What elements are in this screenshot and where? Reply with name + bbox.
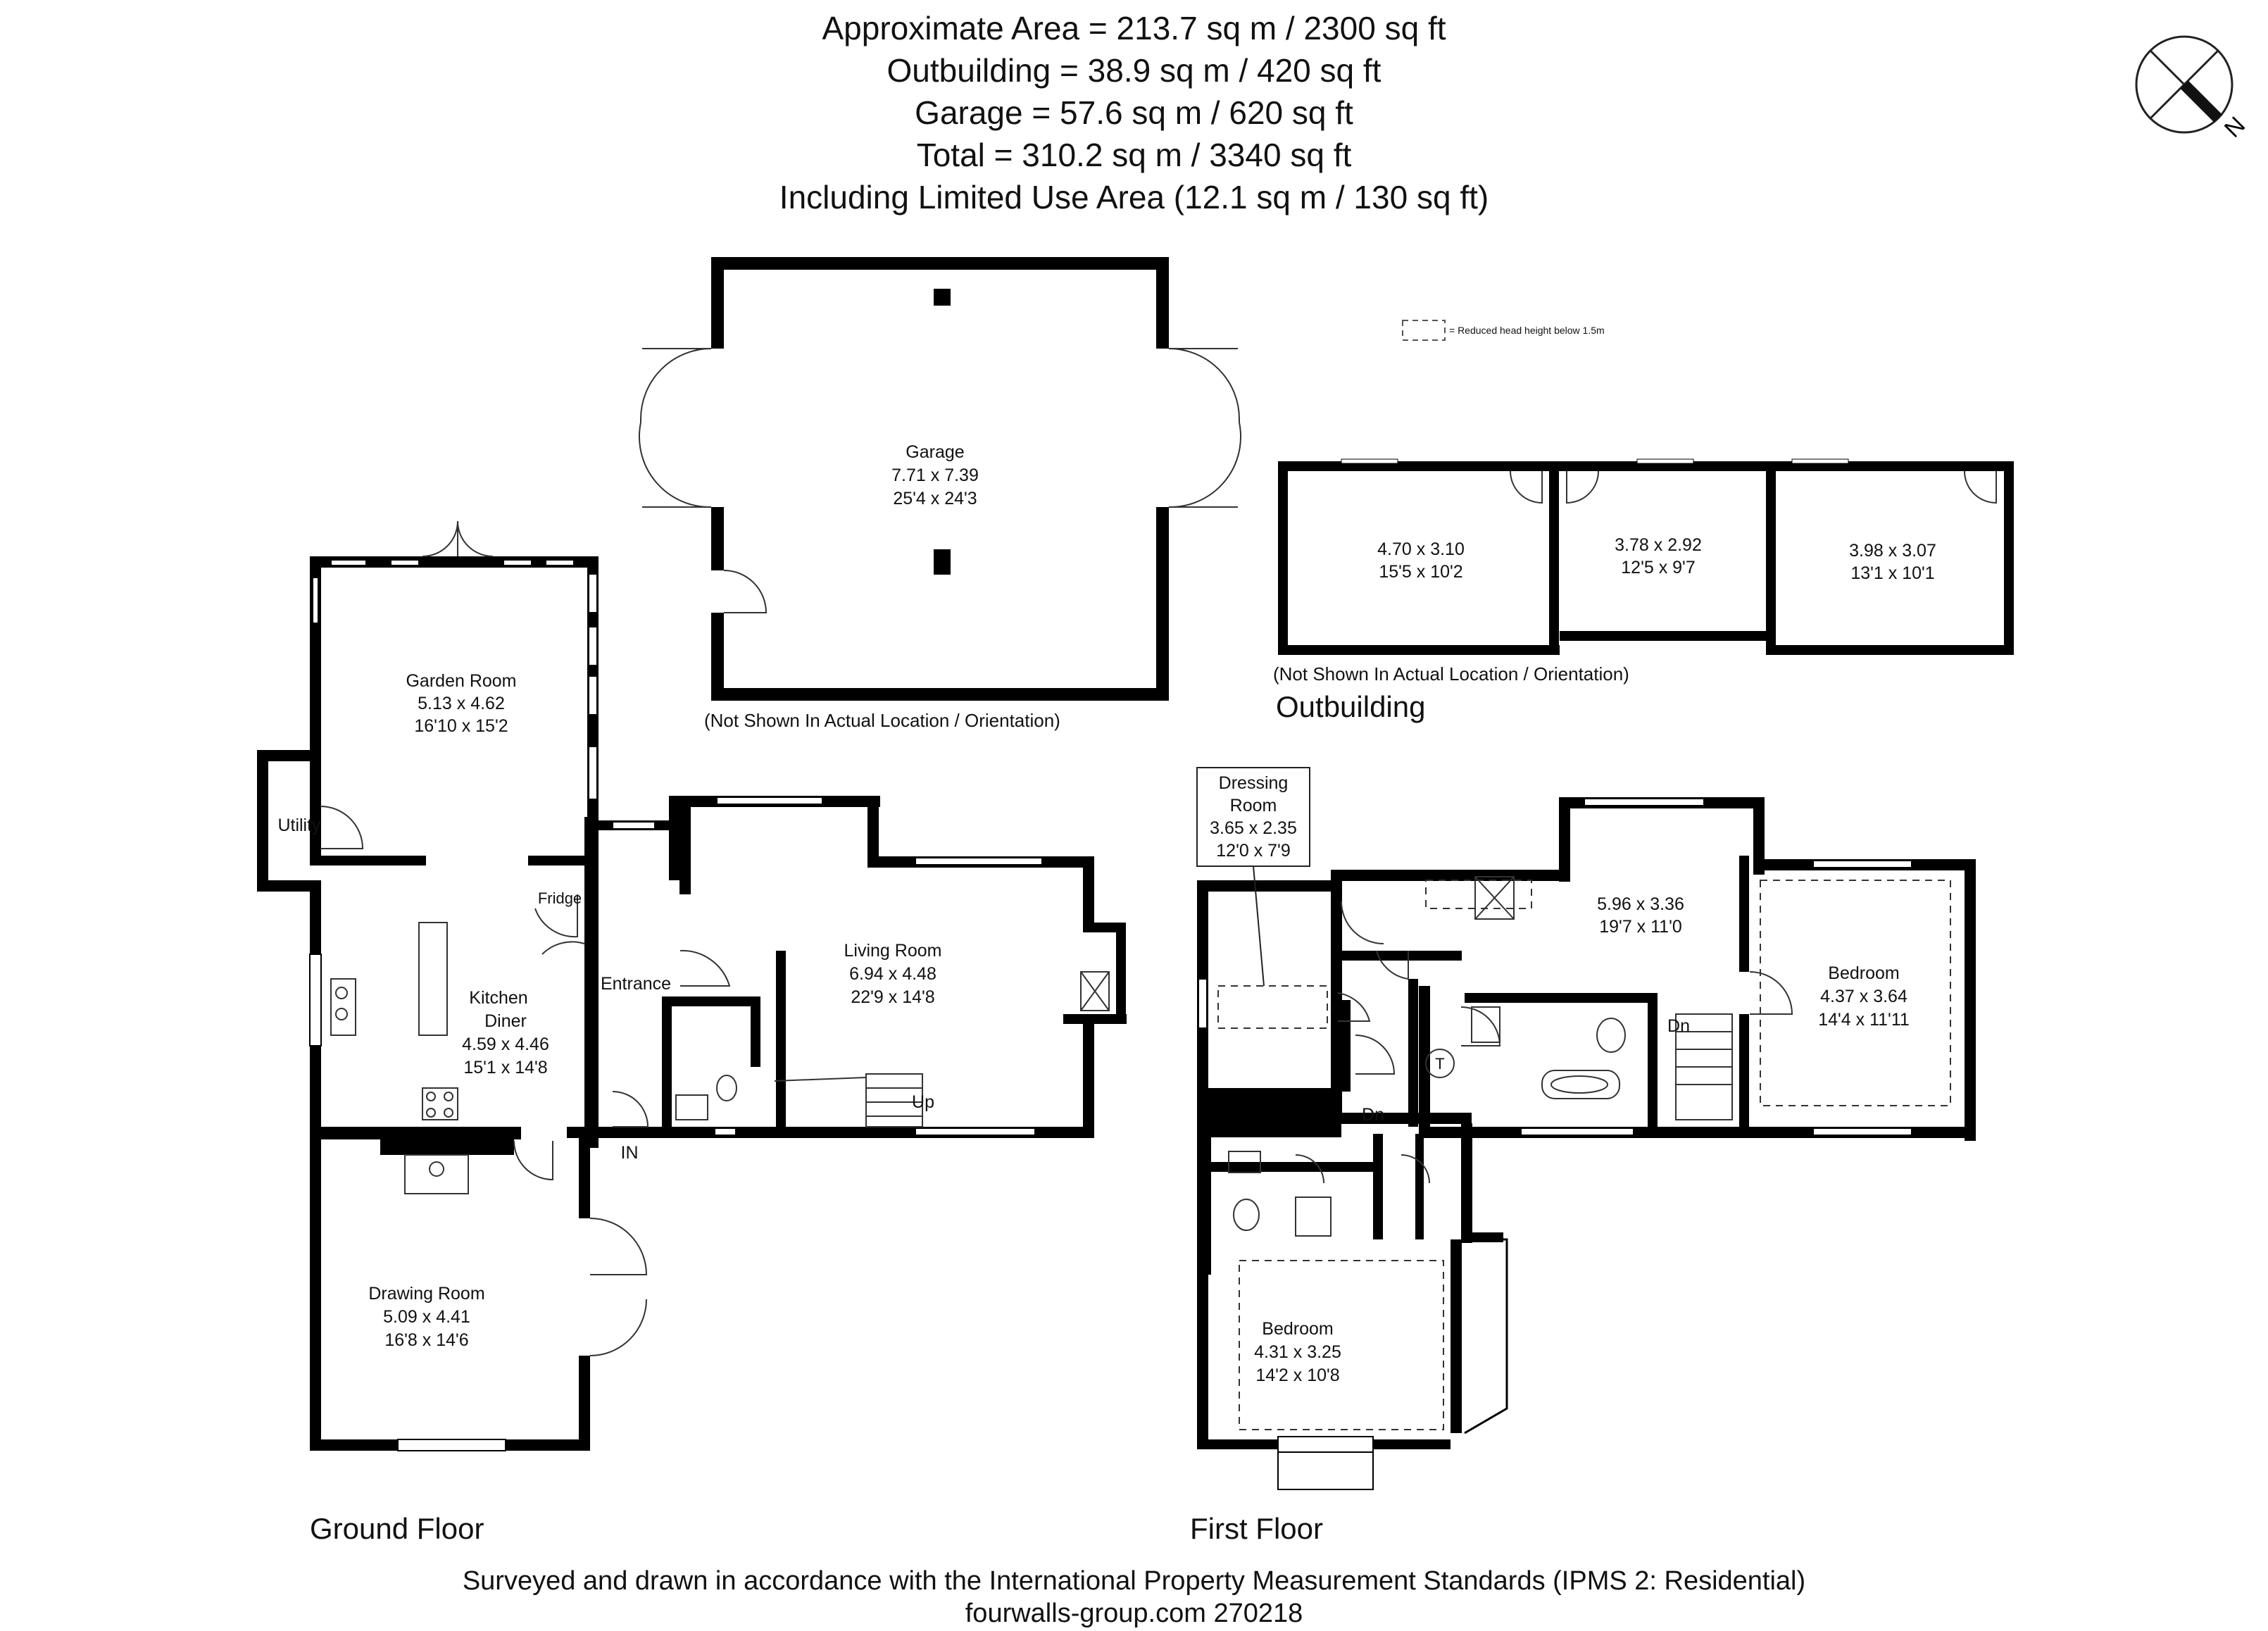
master-bedroom-metric: 5.96 x 3.36 [1597, 894, 1684, 914]
outbuilding-area-line: Outbuilding = 38.9 sq m / 420 sq ft [886, 52, 1382, 89]
entrance-in-label: IN [621, 1143, 639, 1163]
outbuilding-room2-metric: 3.78 x 2.92 [1615, 535, 1702, 555]
tank-label: T [1435, 1055, 1444, 1073]
fridge-label: Fridge [538, 889, 582, 907]
garage-metric: 7.71 x 7.39 [891, 465, 979, 485]
south-bedroom-imperial: 14'2 x 10'8 [1255, 1366, 1339, 1385]
outbuilding-room2-imperial: 12'5 x 9'7 [1621, 558, 1695, 577]
outbuilding-location-note: (Not Shown In Actual Location / Orientat… [1273, 663, 1629, 685]
drawing-room-label: Drawing Room [368, 1284, 484, 1304]
ground-floor-fixtures [330, 922, 1110, 1194]
kitchen-label-2: Diner [484, 1011, 527, 1031]
north-arrow-icon: N [2135, 35, 2250, 143]
entrance-label: Entrance [601, 974, 671, 994]
limited-use-area-line: Including Limited Use Area (12.1 sq m / … [779, 179, 1489, 215]
ground-floor-doors [320, 520, 731, 1356]
ground-floor-title: Ground Floor [310, 1512, 484, 1545]
garden-room-label: Garden Room [406, 671, 516, 691]
utility-label: Utility [277, 816, 321, 835]
outbuilding-doors [1510, 470, 1997, 504]
south-bedroom-label: Bedroom [1262, 1319, 1333, 1339]
compass-n-label: N [2219, 111, 2250, 142]
legend-text: = Reduced head height below 1.5m [1449, 325, 1605, 336]
stairs-down-label-2: Dn [1667, 1016, 1690, 1036]
stairs-up-label: Up [912, 1092, 934, 1112]
master-bedroom-imperial: 19'7 x 11'0 [1599, 917, 1682, 937]
garage-location-note: (Not Shown In Actual Location / Orientat… [704, 710, 1060, 731]
first-floor-windows [1198, 798, 1912, 1490]
outbuilding-room3-metric: 3.98 x 3.07 [1849, 541, 1936, 561]
garden-room-metric: 5.13 x 4.62 [418, 694, 505, 713]
first-floor-fixtures [1217, 876, 1951, 1430]
ground-floor-windows [309, 559, 1043, 1451]
dressing-room-label-1: Dressing [1219, 773, 1289, 793]
first-floor-title: First Floor [1190, 1512, 1323, 1545]
living-room-metric: 6.94 x 4.48 [849, 964, 936, 984]
outbuilding-title: Outbuilding [1276, 690, 1425, 723]
drawing-room-imperial: 16'8 x 14'6 [384, 1330, 468, 1350]
head-height-legend: = Reduced head height below 1.5m [1402, 320, 1605, 341]
south-bedroom-metric: 4.31 x 3.25 [1254, 1342, 1341, 1362]
ipms-statement: Surveyed and drawn in accordance with th… [462, 1566, 1806, 1596]
garage-imperial: 25'4 x 24'3 [893, 489, 977, 508]
dressing-room-metric: 3.65 x 2.35 [1210, 818, 1297, 838]
first-floor-doors [1295, 901, 1793, 1184]
outbuilding-room1-imperial: 15'5 x 10'2 [1379, 562, 1462, 582]
approximate-area-line: Approximate Area = 213.7 sq m / 2300 sq … [822, 10, 1446, 46]
garden-room-imperial: 16'10 x 15'2 [414, 716, 508, 736]
area-summary-header: Approximate Area = 213.7 sq m / 2300 sq … [0, 7, 2268, 218]
kitchen-metric: 4.59 x 4.46 [462, 1035, 549, 1054]
outbuilding-room3-imperial: 13'1 x 10'1 [1850, 563, 1934, 583]
garage-plan [639, 257, 1241, 701]
stairs-down-label-1: Dn [1362, 1105, 1384, 1125]
drawing-room-metric: 5.09 x 4.41 [383, 1307, 470, 1327]
total-area-line: Total = 310.2 sq m / 3340 sq ft [916, 137, 1352, 173]
dressing-room-imperial: 12'0 x 7'9 [1216, 841, 1290, 861]
outbuilding-plan [1278, 458, 2014, 655]
dressing-room-label-2: Room [1230, 796, 1277, 816]
east-bedroom-imperial: 14'4 x 11'11 [1818, 1010, 1910, 1030]
living-room-label: Living Room [844, 941, 942, 961]
kitchen-imperial: 15'1 x 14'8 [463, 1058, 547, 1077]
living-room-imperial: 22'9 x 14'8 [851, 987, 934, 1007]
outbuilding-room1-metric: 4.70 x 3.10 [1377, 539, 1465, 559]
east-bedroom-label: Bedroom [1828, 963, 1899, 983]
footer: Surveyed and drawn in accordance with th… [0, 1565, 2268, 1630]
garage-area-line: Garage = 57.6 sq m / 620 sq ft [915, 94, 1353, 131]
dressing-room-pointer [1253, 866, 1265, 987]
website-reference: fourwalls-group.com 270218 [965, 1599, 1303, 1628]
garage-label: Garage [906, 442, 964, 462]
east-bedroom-metric: 4.37 x 3.64 [1820, 987, 1907, 1006]
kitchen-label-1: Kitchen [469, 988, 527, 1008]
